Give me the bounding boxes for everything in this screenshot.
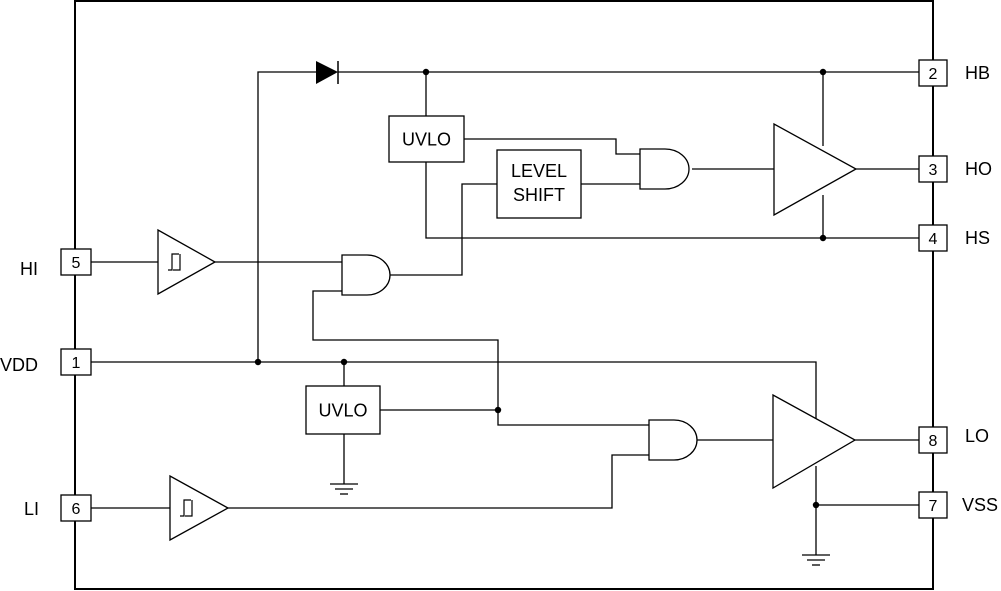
- low-side-and-gate: [648, 419, 698, 461]
- pin-lo: 8 LO: [918, 426, 989, 454]
- schmitt-trigger-icon: [180, 499, 193, 517]
- hi-and-gate: [341, 254, 391, 296]
- level-shift-block: LEVEL SHIFT: [496, 149, 582, 219]
- junctions: [254, 68, 827, 509]
- hi-and-to-levelshift-wire: [390, 183, 497, 276]
- junction-dot: [254, 358, 262, 366]
- pin-vdd: 1 VDD: [0, 348, 92, 376]
- pin-hs-name: HS: [965, 228, 990, 248]
- uvlo-low-enable-wire: [312, 290, 649, 426]
- ground-icon: [802, 554, 830, 566]
- junction-dot: [812, 501, 820, 509]
- uvlo-low-label: UVLO: [318, 401, 367, 421]
- pin-vss-number: 7: [929, 498, 938, 515]
- package-outline: [74, 0, 934, 590]
- ground-icon: [330, 483, 358, 495]
- pin-ho-number: 3: [929, 162, 938, 179]
- pin-hi-number: 5: [72, 255, 81, 272]
- pin-hi-name: HI: [20, 259, 38, 279]
- pin-ho-name: HO: [965, 159, 992, 179]
- schmitt-trigger-icon: [168, 253, 181, 271]
- pin-lo-name: LO: [965, 426, 989, 446]
- junction-dot: [494, 406, 502, 414]
- pin-ho: 3 HO: [918, 155, 992, 183]
- high-side-driver: [773, 122, 858, 217]
- hs-rail-wire: [425, 162, 919, 239]
- junction-dot: [340, 358, 348, 366]
- pin-li: 6 LI: [24, 494, 92, 522]
- wires: [91, 71, 919, 555]
- pin-hb-name: HB: [965, 63, 990, 83]
- pin-vdd-name: VDD: [0, 355, 38, 375]
- pin-hi: 5 HI: [20, 248, 92, 279]
- pin-li-number: 6: [72, 501, 81, 518]
- pin-vdd-number: 1: [72, 355, 81, 372]
- junction-dot: [819, 234, 827, 242]
- pin-hs-number: 4: [929, 231, 938, 248]
- pin-hb: 2 HB: [918, 59, 990, 87]
- vdd-to-diode-wire: [257, 71, 316, 362]
- uvlo-high-label: UVLO: [402, 130, 451, 150]
- junction-dot: [819, 68, 827, 76]
- li-input-buffer: [169, 474, 230, 542]
- low-side-driver: [772, 393, 857, 490]
- vdd-rail-wire: [91, 361, 817, 424]
- level-shift-label-line1: LEVEL: [511, 161, 567, 181]
- uvlo-high-to-and-wire: [464, 138, 640, 155]
- diode-icon: [316, 61, 339, 84]
- level-shift-label-line2: SHIFT: [513, 185, 565, 205]
- junction-dot: [422, 68, 430, 76]
- pin-li-name: LI: [24, 499, 39, 519]
- pin-hs: 4 HS: [918, 224, 990, 252]
- pin-vss-name: VSS: [962, 495, 998, 515]
- pin-hb-number: 2: [929, 66, 938, 83]
- uvlo-low-block: UVLO: [305, 385, 381, 435]
- pin-lo-number: 8: [929, 433, 938, 450]
- pin-vss: 7 VSS: [918, 491, 998, 519]
- li-buffer-to-and-wire: [228, 454, 649, 509]
- uvlo-high-block: UVLO: [388, 115, 465, 163]
- high-side-and-gate: [639, 148, 690, 190]
- hi-input-buffer: [157, 228, 217, 296]
